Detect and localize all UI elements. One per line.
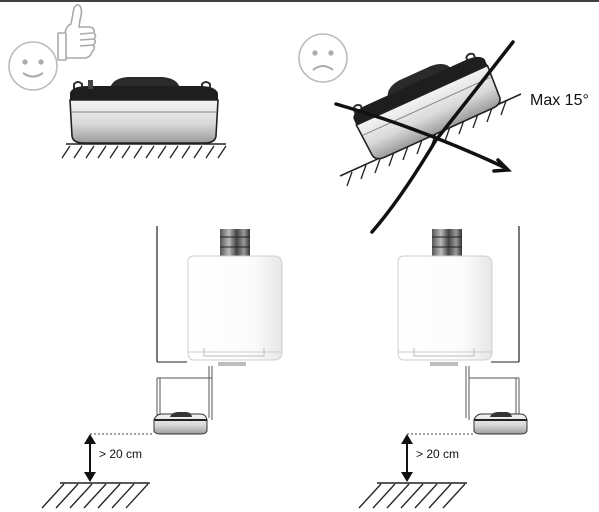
max-tilt-label: Max 15° [530,92,589,109]
clearance-arrow-icon [401,434,413,482]
drain-pipes [465,366,520,420]
floor-hatch-left [41,482,150,509]
boiler [397,255,493,366]
pump-mounted-left [153,412,208,435]
pump-mounted-right [473,412,528,435]
sad-face-icon [298,33,348,83]
installation-right: > 20 cm [358,226,528,509]
happy-face-icon [8,41,58,91]
floor-hatch-level [61,143,227,159]
flue-pipe [432,229,462,257]
drain-pipes [156,366,213,420]
floor-hatch-right [358,482,467,509]
boiler [187,255,283,366]
clearance-arrow-icon [84,434,96,482]
condensate-pump-level [69,77,219,144]
clearance-label-right: > 20 cm [416,447,459,461]
flue-pipe [220,229,250,257]
condensate-pump-tilted [352,52,501,160]
installation-left: > 20 cm [41,226,283,509]
cross-out-mark [334,40,515,234]
clearance-label-left: > 20 cm [99,447,142,461]
thumbs-up-icon [57,4,97,61]
